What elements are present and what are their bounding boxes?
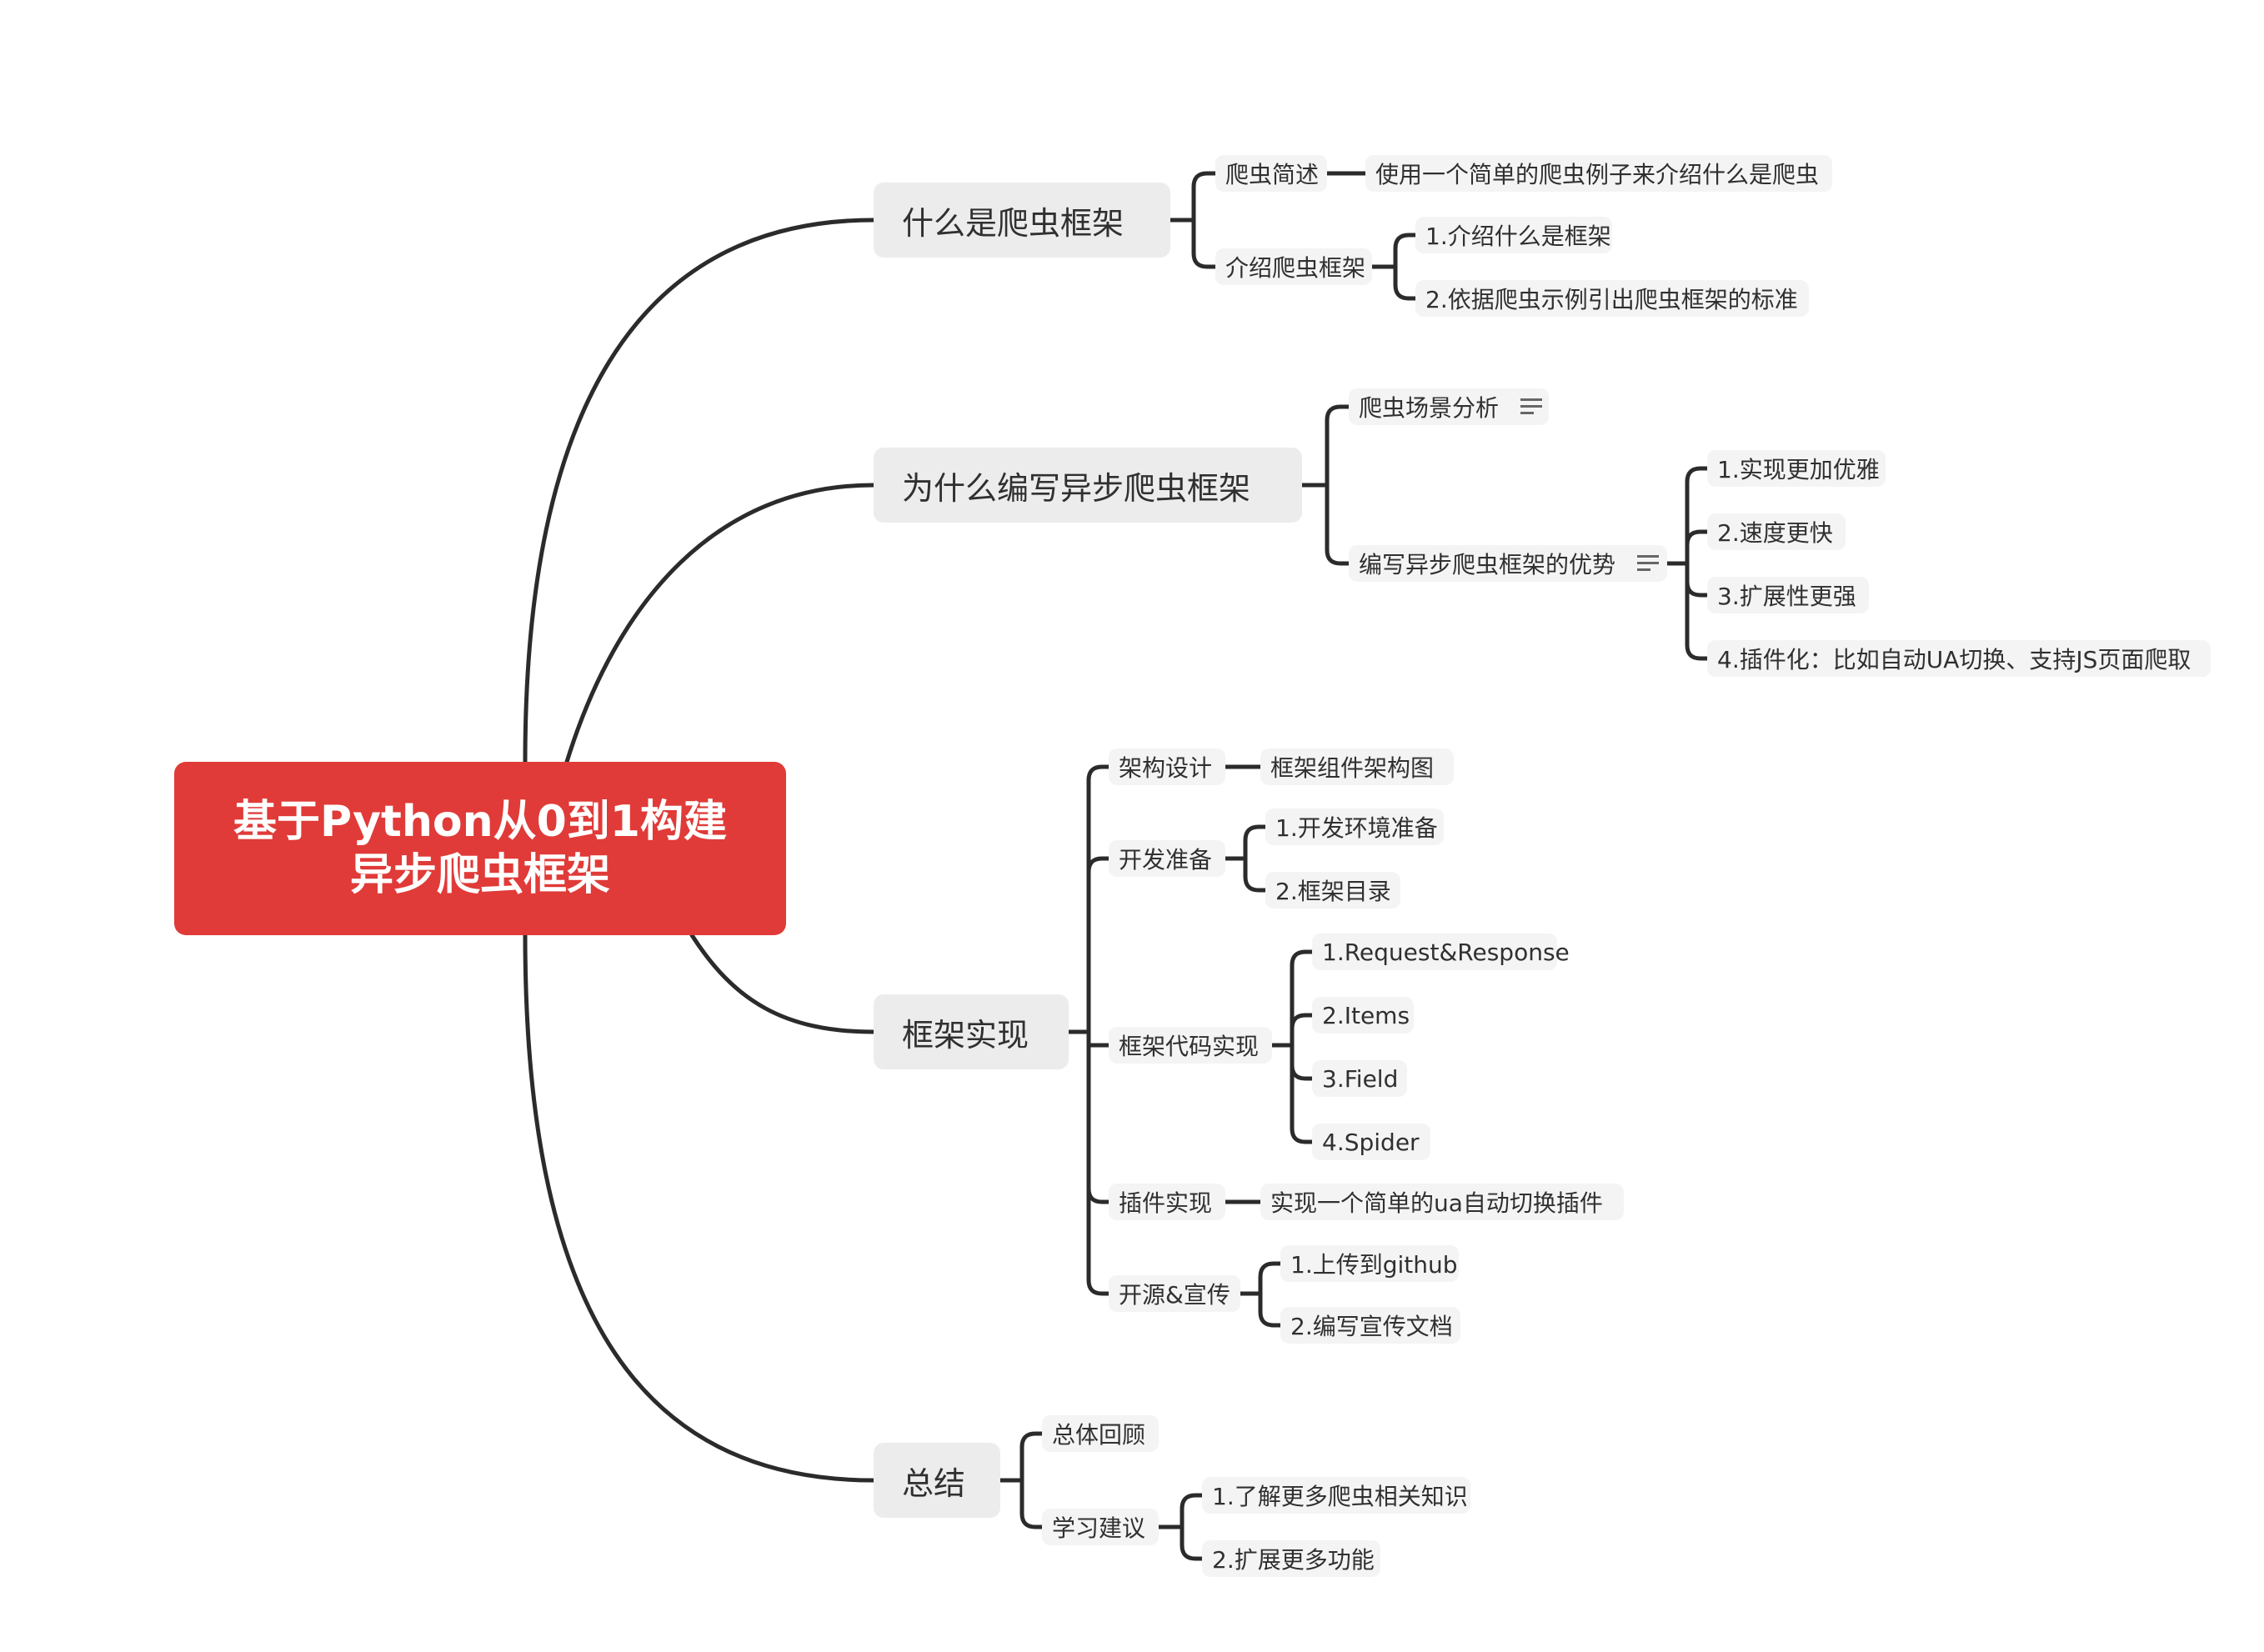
connector-b2-c2-l3 <box>1290 1043 1315 1144</box>
subtopic-learning-suggestions[interactable]: 学习建议 <box>1042 1509 1159 1545</box>
leaf-more-extensible[interactable]: 3.扩展性更强 <box>1707 577 1869 613</box>
note-icon[interactable] <box>1637 555 1660 572</box>
subtopic-plugin-implementation[interactable]: 插件实现 <box>1109 1184 1225 1220</box>
leaf-framework-directory[interactable]: 2.框架目录 <box>1265 872 1400 909</box>
subtopic-open-source-promotion[interactable]: 开源&宣传 <box>1109 1275 1240 1312</box>
leaf-request-response[interactable]: 1.Request&Response <box>1312 934 1570 970</box>
connector-b2-c2-l2 <box>1290 1043 1315 1081</box>
leaf-what-is-framework[interactable]: 1.介绍什么是框架 <box>1415 217 1612 253</box>
connector-b2-c2-l0 <box>1290 949 1315 1048</box>
leaf-architecture-diagram[interactable]: 框架组件架构图 <box>1260 748 1454 785</box>
connector-b1-c0 <box>1325 404 1351 488</box>
connector-b3-c1-l1 <box>1180 1524 1205 1561</box>
leaf-dev-environment[interactable]: 1.开发环境准备 <box>1265 808 1444 845</box>
central-topic-line-2: 异步爬虫框架 <box>349 850 610 900</box>
connector-b3-c1 <box>1019 1478 1044 1529</box>
connector-b0-c1-l0 <box>1393 233 1418 269</box>
subtopic-code-implementation[interactable]: 框架代码实现 <box>1109 1027 1272 1064</box>
topic-what-is-crawler-framework[interactable]: 什么是爬虫框架 <box>874 183 1170 258</box>
connector-b1-c1-l1 <box>1685 529 1710 566</box>
connector-b2-c1-l1 <box>1243 856 1268 893</box>
connector-b2-c4 <box>1086 1029 1111 1296</box>
leaf-extend-features[interactable]: 2.扩展更多功能 <box>1202 1540 1380 1577</box>
note-icon[interactable] <box>1520 398 1543 415</box>
leaf-upload-github[interactable]: 1.上传到github <box>1280 1245 1459 1282</box>
subtopic-async-advantages[interactable]: 编写异步爬虫框架的优势 <box>1349 545 1667 582</box>
connector-b2-c2-l1 <box>1290 1013 1315 1048</box>
connector-b3-c0 <box>1019 1431 1044 1483</box>
central-topic[interactable]: 基于Python从0到1构建 异步爬虫框架 <box>174 762 786 935</box>
connector-b2-c1 <box>1086 856 1111 1034</box>
subtopic-architecture-design[interactable]: 架构设计 <box>1109 748 1225 785</box>
central-topic-line-1: 基于Python从0到1构建 <box>233 797 727 847</box>
leaf-ua-switch-plugin[interactable]: 实现一个简单的ua自动切换插件 <box>1260 1184 1624 1220</box>
connector-b1-c1 <box>1325 483 1351 566</box>
subtopic-dev-preparation[interactable]: 开发准备 <box>1109 840 1225 877</box>
connector-root-branch-3 <box>523 933 876 1483</box>
subtopic-scenario-analysis[interactable]: 爬虫场景分析 <box>1349 388 1549 425</box>
topic-summary[interactable]: 总结 <box>874 1443 1000 1518</box>
leaf-framework-standard[interactable]: 2.依据爬虫示例引出爬虫框架的标准 <box>1415 280 1809 317</box>
topic-framework-implementation[interactable]: 框架实现 <box>874 994 1069 1069</box>
connector-b2-c0 <box>1086 764 1111 1034</box>
connector-root-branch-1 <box>564 483 876 764</box>
subtopic-crawler-overview[interactable]: 爬虫简述 <box>1215 155 1327 192</box>
leaf-items[interactable]: 2.Items <box>1312 997 1414 1034</box>
connector-b2-c4-l1 <box>1258 1291 1283 1328</box>
leaf-faster[interactable]: 2.速度更快 <box>1707 513 1846 550</box>
connector-b0-c0 <box>1191 171 1218 223</box>
connector-b0-c1 <box>1191 218 1218 269</box>
leaf-more-elegant[interactable]: 1.实现更加优雅 <box>1707 450 1886 487</box>
leaf-plugins[interactable]: 4.插件化：比如自动UA切换、支持JS页面爬取 <box>1707 640 2211 677</box>
connector-b1-c1-l3 <box>1685 561 1710 661</box>
connector-b1-c1-l2 <box>1685 561 1710 598</box>
subtopic-async-advantages-label: 编写异步爬虫框架的优势 <box>1359 551 1616 578</box>
leaf-crawler-example[interactable]: 使用一个简单的爬虫例子来介绍什么是爬虫 <box>1365 155 1832 192</box>
connector-b1-c1-l0 <box>1685 466 1710 566</box>
connector-b2-c1-l0 <box>1243 824 1268 861</box>
connector-b2-c2 <box>1086 1029 1111 1048</box>
subtopic-overall-review[interactable]: 总体回顾 <box>1042 1415 1159 1452</box>
leaf-write-docs[interactable]: 2.编写宣传文档 <box>1280 1307 1460 1344</box>
connector-b2-c4-l0 <box>1258 1261 1283 1296</box>
connector-b2-c3 <box>1086 1029 1111 1204</box>
subtopic-scenario-analysis-label: 爬虫场景分析 <box>1359 394 1500 422</box>
leaf-spider[interactable]: 4.Spider <box>1312 1124 1430 1160</box>
connector-root-branch-0 <box>523 218 876 764</box>
subtopic-introduce-framework[interactable]: 介绍爬虫框架 <box>1215 248 1372 285</box>
connector-root-branch-2 <box>689 933 876 1034</box>
leaf-field[interactable]: 3.Field <box>1312 1060 1407 1097</box>
connector-b3-c1-l0 <box>1180 1493 1205 1529</box>
topic-why-async-framework[interactable]: 为什么编写异步爬虫框架 <box>874 448 1302 523</box>
connector-b0-c1-l1 <box>1393 264 1418 301</box>
leaf-learn-more-crawler[interactable]: 1.了解更多爬虫相关知识 <box>1202 1477 1470 1514</box>
